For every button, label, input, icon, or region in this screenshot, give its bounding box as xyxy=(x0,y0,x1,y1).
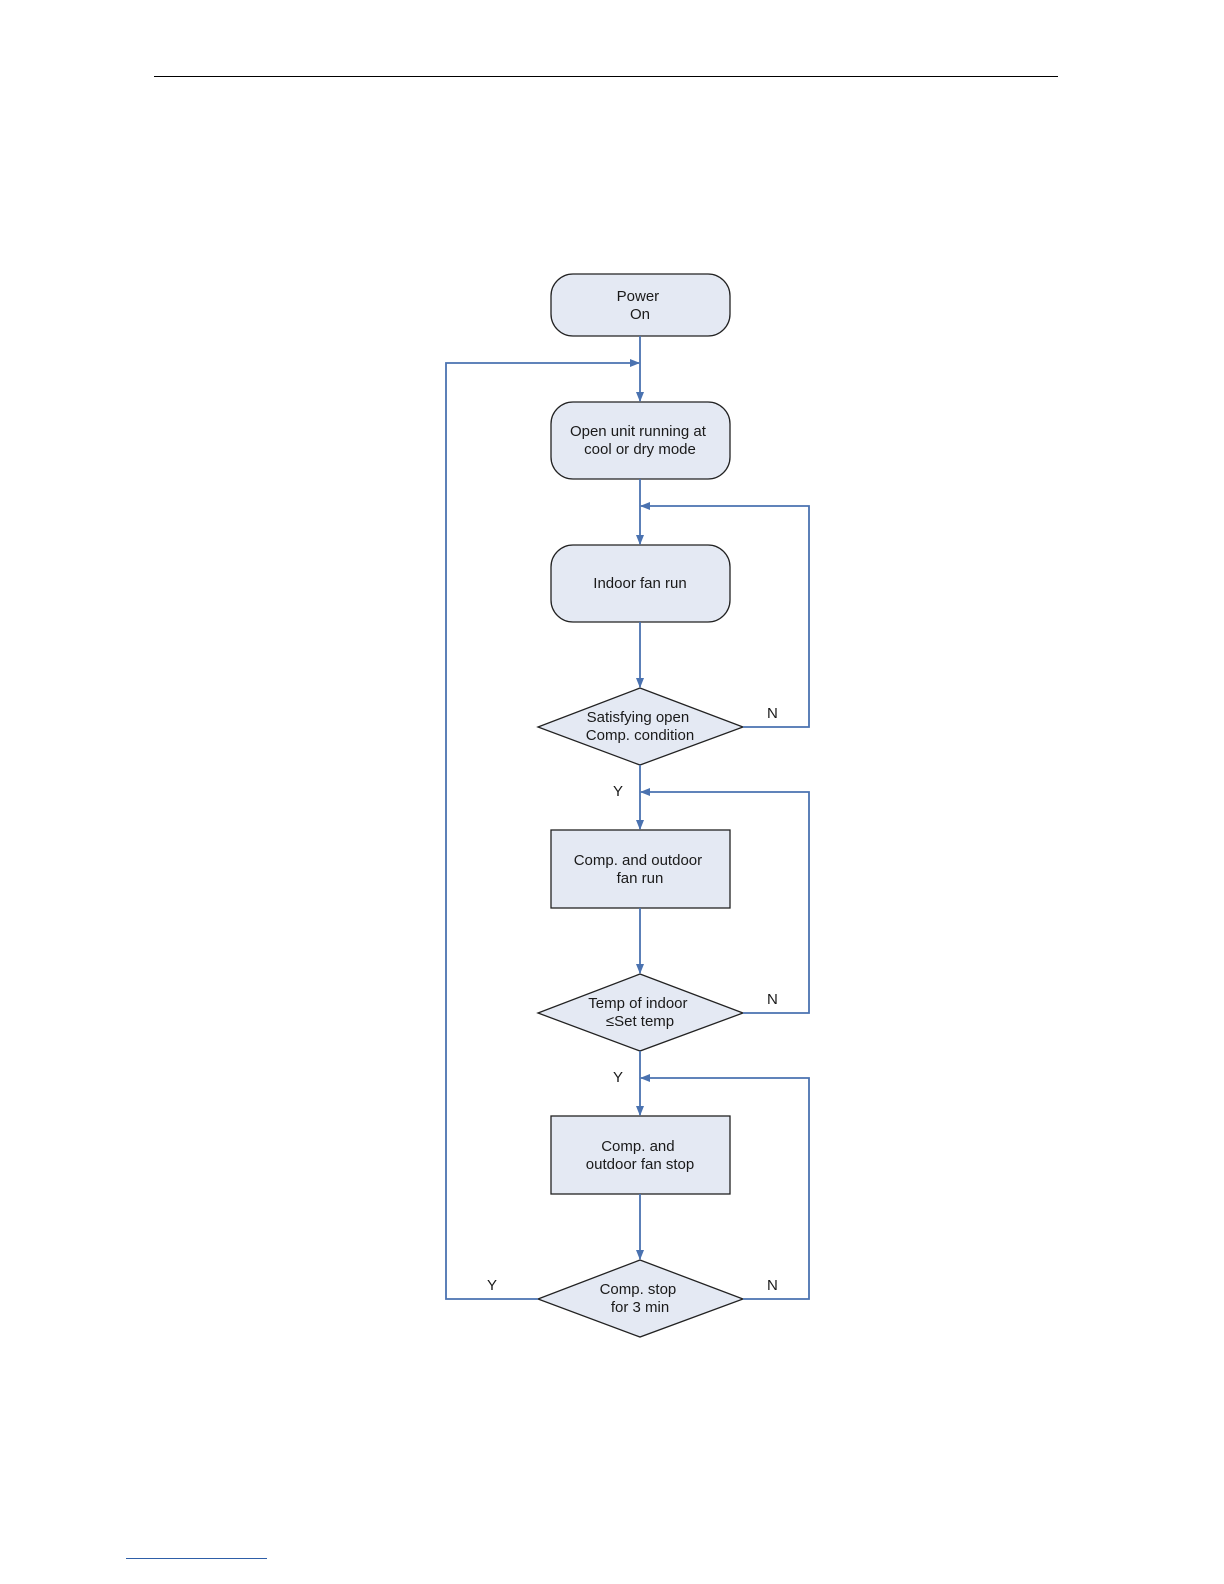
branch-label-no-open-comp: N xyxy=(767,705,778,722)
branch-label-yes-stop: Y xyxy=(487,1277,497,1294)
footer-rule xyxy=(126,1558,267,1559)
branch-label-no-temp: N xyxy=(767,991,778,1008)
branch-label-yes-open-comp: Y xyxy=(613,783,623,800)
branch-label-yes-temp: Y xyxy=(613,1069,623,1086)
branch-label-no-stop: N xyxy=(767,1277,778,1294)
open-unit-label: Open unit running at cool or dry mode xyxy=(570,423,710,458)
comp-outdoor-run-node xyxy=(551,830,730,908)
decision-stop-label: Comp. stop for 3 min xyxy=(600,1281,681,1316)
decision-open-comp-label: Satisfying open Comp. condition xyxy=(586,709,694,744)
power-on-node xyxy=(551,274,730,336)
indoor-fan-label: Indoor fan run xyxy=(593,575,686,592)
comp-outdoor-stop-label: Comp. and outdoor fan stop xyxy=(586,1138,694,1173)
comp-outdoor-stop-node xyxy=(551,1116,730,1194)
